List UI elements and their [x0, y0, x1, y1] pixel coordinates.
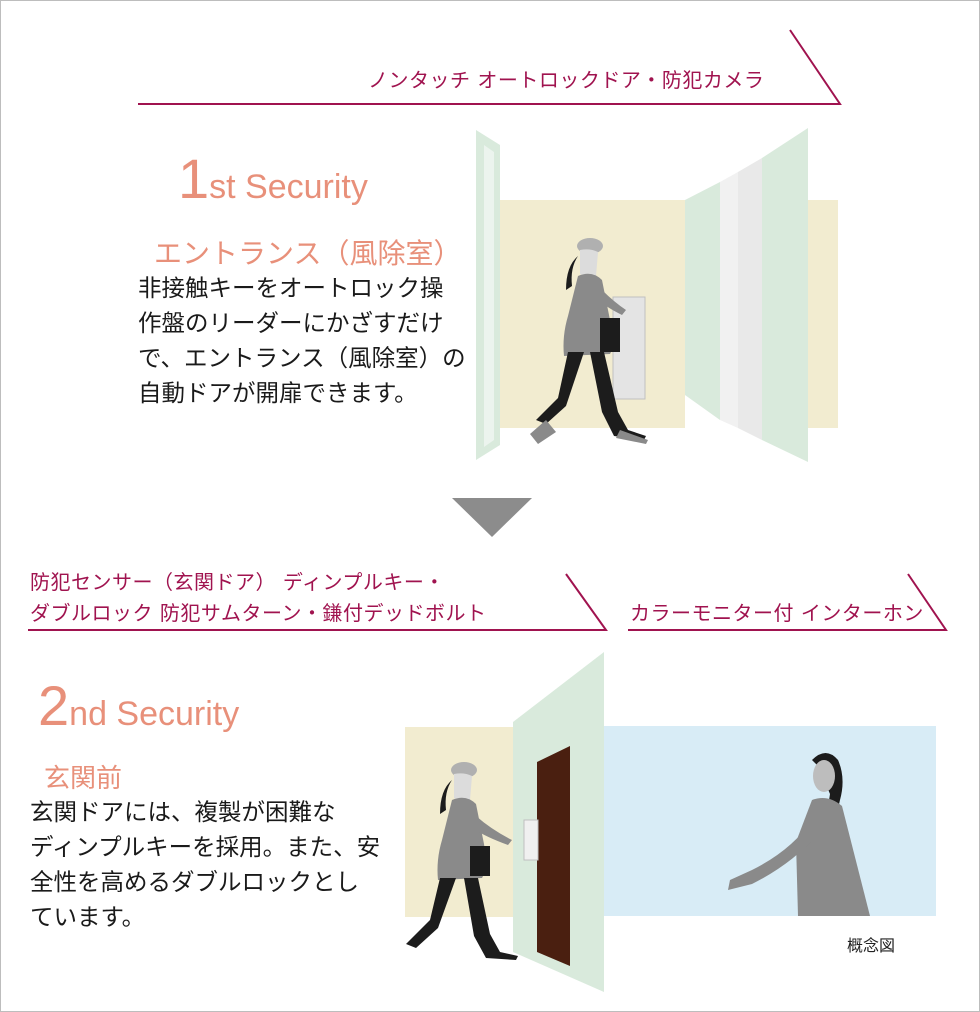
section2-body-line: ディンプルキーを採用。また、安 [30, 833, 381, 861]
section1-body-line: 自動ドアが開扉できます。 [138, 379, 418, 407]
section2-body-line: 全性を高めるダブルロックとし [30, 868, 359, 896]
caption: 概念図 [847, 936, 896, 955]
section2-title-rest: nd Security [69, 695, 240, 733]
section1-body-line: 非接触キーをオートロック操 [138, 274, 444, 302]
section1-title: 1st Security [178, 146, 368, 211]
section1-body-line: 作盤のリーダーにかざすだけ [138, 309, 444, 337]
section2-body-line: ています。 [30, 903, 146, 931]
section2-body-line: 玄関ドアには、複製が困難な [30, 798, 336, 826]
section2-body: 玄関ドアには、複製が困難な ディンプルキーを採用。また、安 全性を高めるダブルロ… [30, 795, 380, 935]
feature-label-2b: ダブルロック 防犯サムターン・鎌付デッドボルト [30, 601, 487, 625]
feature-label-2a: 防犯センサー（玄関ドア） ディンプルキー・ [30, 570, 445, 594]
section2-title-num: 2 [38, 674, 70, 737]
section1-title-rest: st Security [209, 168, 368, 206]
feature-label-2c: カラーモニター付 インターホン [630, 601, 924, 625]
section1-subtitle: エントランス（風除室） [154, 237, 462, 270]
section1-body: 非接触キーをオートロック操 作盤のリーダーにかざすだけ で、エントランス（風除室… [138, 271, 466, 411]
feature-label-1: ノンタッチ オートロックドア・防犯カメラ [368, 68, 765, 92]
section1-title-num: 1 [178, 147, 210, 210]
walking-person-1 [530, 238, 648, 444]
walking-person-2 [406, 762, 518, 960]
section2-subtitle: 玄関前 [44, 764, 123, 794]
visitor-on-monitor [728, 753, 870, 916]
section2-title: 2nd Security [38, 673, 239, 738]
section1-body-line: で、エントランス（風除室）の [138, 344, 466, 372]
